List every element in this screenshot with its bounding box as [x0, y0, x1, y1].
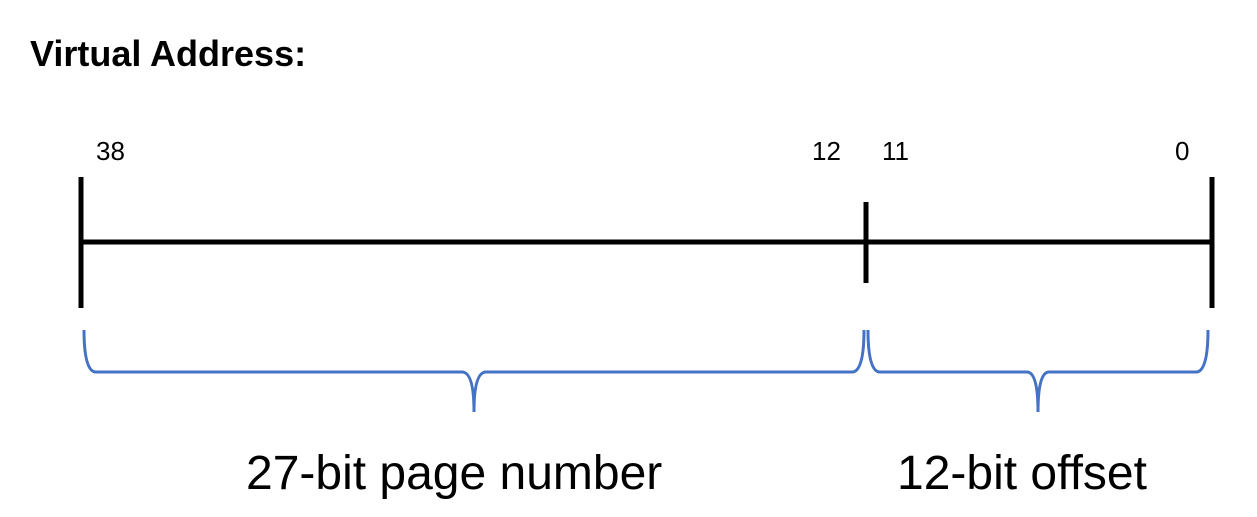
page-number-brace — [82, 329, 866, 413]
offset-label: 12-bit offset — [897, 447, 1147, 500]
page-number-label: 27-bit page number — [246, 447, 663, 500]
bit-label-38: 38 — [96, 136, 125, 166]
bit-label-12: 12 — [812, 136, 841, 166]
bit-label-0: 0 — [1175, 136, 1190, 166]
offset-brace — [866, 329, 1210, 413]
diagram-title: Virtual Address: — [30, 33, 307, 74]
bit-label-11: 11 — [882, 136, 909, 166]
